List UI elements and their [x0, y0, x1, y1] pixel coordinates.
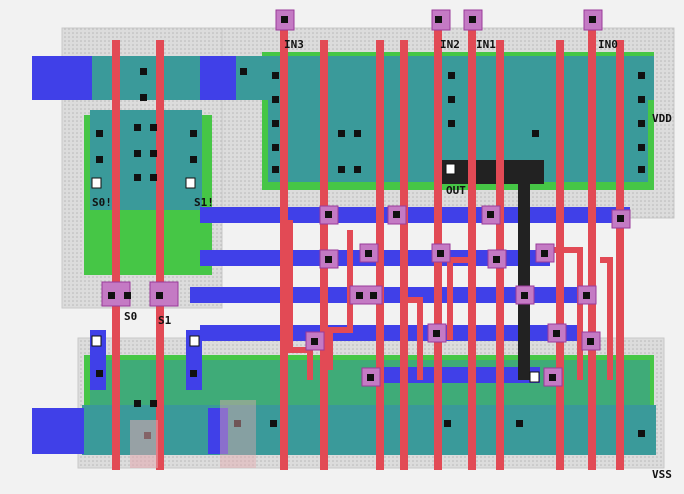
vss-rail-active: [82, 405, 656, 455]
label-s0-bar: S0!: [92, 196, 112, 209]
label-in3: IN3: [284, 38, 304, 51]
label-in0: IN0: [598, 38, 618, 51]
label-s1: S1: [158, 314, 172, 327]
ndiff-pad-1: [130, 420, 158, 468]
vdd-metal-left: [32, 56, 92, 100]
poly-gates: [112, 22, 624, 470]
vss-metal-mid: [208, 408, 228, 454]
selection-markers: [91, 163, 540, 383]
metal-track-4: [200, 325, 580, 341]
label-s1-bar: S1!: [194, 196, 214, 209]
label-in2: IN2: [440, 38, 460, 51]
vdd-metal-mid: [200, 56, 236, 100]
metal-track-1: [200, 207, 630, 223]
label-vss: VSS: [652, 468, 672, 481]
poly-routing: [287, 220, 613, 380]
label-out: OUT: [446, 184, 466, 197]
metal-out-drop: [518, 180, 530, 380]
label-in1: IN1: [476, 38, 496, 51]
label-s0: S0: [124, 310, 137, 323]
vias: [96, 16, 645, 439]
vss-metal-left: [32, 408, 84, 454]
vdd-rail-active: [90, 56, 654, 100]
active-left: [90, 110, 202, 210]
label-vdd: VDD: [652, 112, 672, 125]
ndiff-pad-2: [220, 400, 256, 468]
